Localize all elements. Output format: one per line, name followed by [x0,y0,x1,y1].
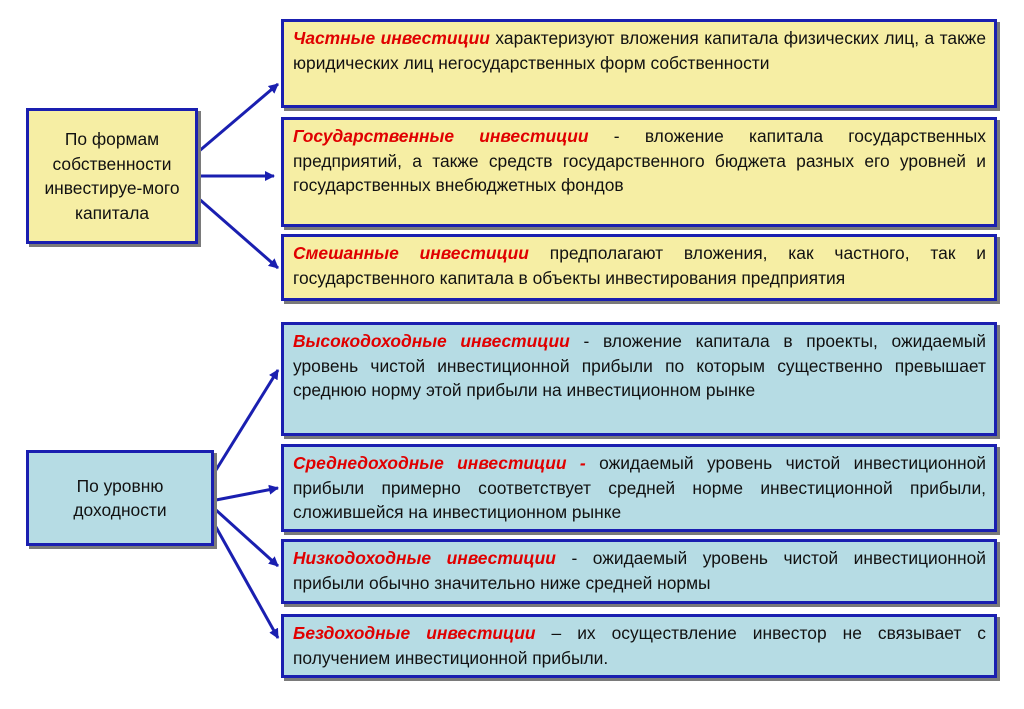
category-ownership-label: По формам собственности инвестируе-мого … [44,129,180,223]
low-income-investments-text: - ожидаемый уровень чистой инвестиционно… [293,548,986,593]
state-investments-term: Государственные инвестиции [293,126,589,146]
category-income-level: По уровню доходности [26,450,214,546]
high-income-investments-term: Высокодоходные инвестиции [293,331,570,351]
mixed-investments-box: Смешанные инвестиции предполагают вложен… [281,234,997,301]
category-income-label: По уровню доходности [73,475,167,521]
zero-income-investments-text: – их осуществление инвестор не связывает… [293,623,986,668]
arrow-income-medium [215,484,279,502]
zero-income-investments-term: Бездоходные инвестиции [293,623,536,643]
state-investments-text: - вложение капитала государственных пред… [293,126,987,195]
arrow-income-zero [210,519,280,639]
mixed-investments-text: предполагают вложения, как частного, так… [293,243,987,288]
arrow-income-low [214,508,280,568]
medium-income-investments-box: Среднедоходные инвестиции - ожидаемый ур… [281,444,997,532]
medium-income-investments-term: Среднедоходные инвестиции - [293,453,586,473]
high-income-investments-text: - вложение капитала в проекты, ожидаемый… [293,331,987,400]
private-investments-term: Частные инвестиции [293,28,490,48]
mixed-investments-term: Смешанные инвестиции [293,243,529,263]
private-investments-text: характеризуют вложения капитала физическ… [293,28,986,73]
arrow-ownership-private [197,82,279,154]
medium-income-investments-text: ожидаемый уровень чистой инвестиционной … [293,453,986,522]
zero-income-investments-box: Бездоходные инвестиции – их осуществлени… [281,614,997,678]
low-income-investments-term: Низкодоходные инвестиции [293,548,556,568]
high-income-investments-box: Высокодоходные инвестиции - вложение кап… [281,322,997,436]
low-income-investments-box: Низкодоходные инвестиции - ожидаемый уро… [281,539,997,604]
category-ownership-form: По формам собственности инвестируе-мого … [26,108,198,244]
arrow-ownership-mixed [197,196,279,270]
state-investments-box: Государственные инвестиции - вложение ка… [281,117,997,227]
arrow-income-high [214,369,280,471]
private-investments-box: Частные инвестиции характеризуют вложени… [281,19,997,108]
